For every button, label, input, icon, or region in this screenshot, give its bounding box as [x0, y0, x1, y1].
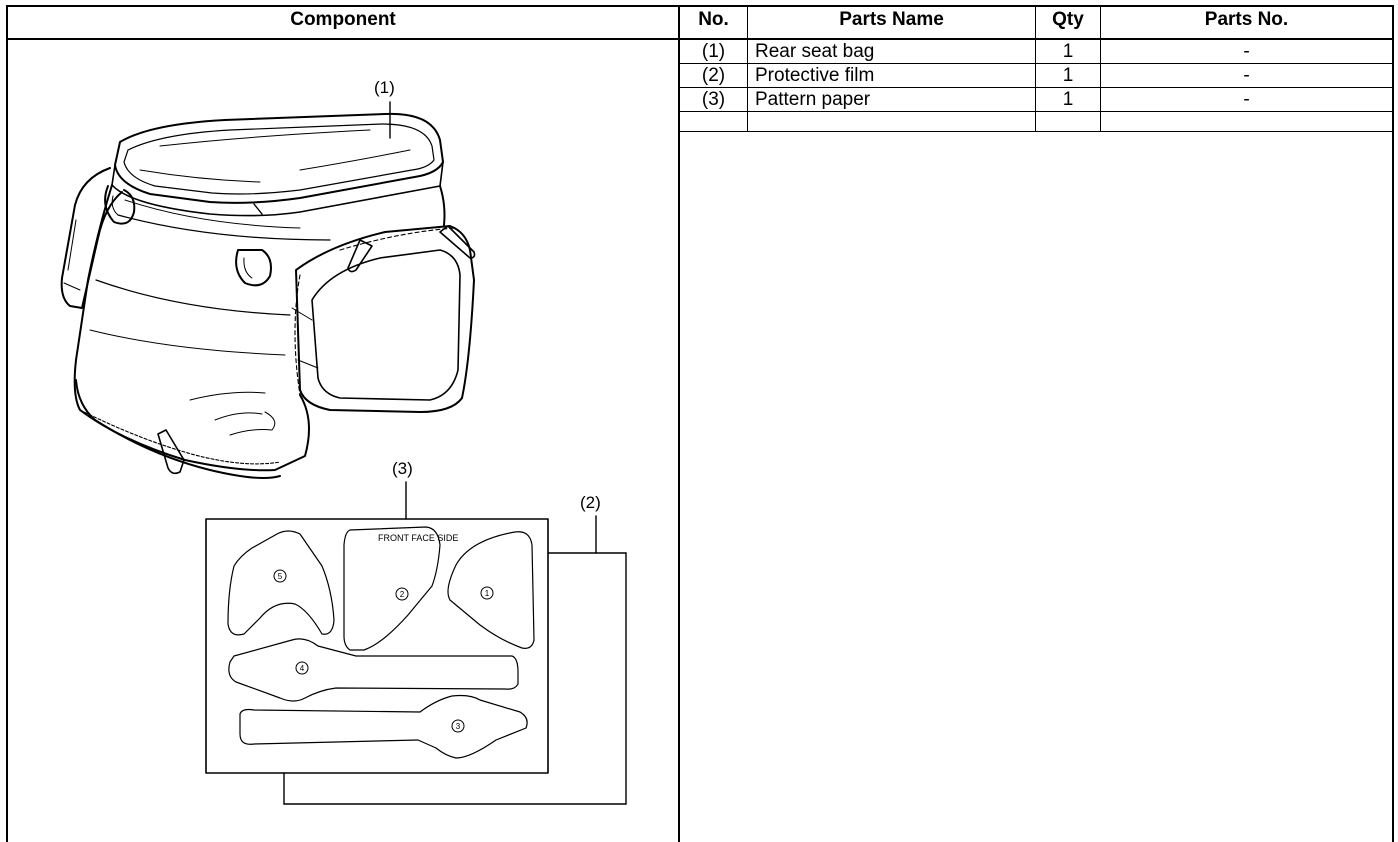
- row-no: (1): [701, 41, 726, 62]
- table-divider-no: [747, 5, 748, 132]
- pattern-paper-drawing: [205, 481, 627, 805]
- table-header-rule: [6, 38, 1394, 40]
- row-no: (3): [701, 89, 726, 110]
- header-qty: Qty: [1052, 9, 1084, 30]
- row-parts-no: -: [1243, 89, 1250, 110]
- callout-3: (3): [392, 459, 413, 478]
- header-parts-no: Parts No.: [1204, 9, 1289, 30]
- table-row-rule: [678, 111, 1394, 112]
- header-parts-name: Parts Name: [839, 9, 944, 30]
- table-divider-component: [678, 5, 680, 842]
- row-qty: 1: [1062, 65, 1074, 86]
- callout-2: (2): [580, 493, 601, 512]
- row-parts-name: Protective film: [755, 65, 875, 86]
- table-row-rule: [678, 131, 1394, 132]
- table-row-rule: [678, 87, 1394, 88]
- table-divider-qty: [1100, 5, 1101, 132]
- table-row-rule: [678, 63, 1394, 64]
- piece-number: 3: [456, 722, 461, 731]
- callout-1: (1): [374, 78, 395, 97]
- row-no: (2): [701, 65, 726, 86]
- piece-number: 4: [300, 664, 305, 673]
- sheet-heading: FRONT FACE SIDE: [378, 533, 458, 543]
- row-qty: 1: [1062, 41, 1074, 62]
- rear-seat-bag-drawing: [60, 101, 476, 479]
- row-parts-name: Rear seat bag: [755, 41, 875, 62]
- row-parts-no: -: [1243, 65, 1250, 86]
- header-component: Component: [290, 9, 396, 30]
- table-border-left: [6, 5, 8, 842]
- row-parts-name: Pattern paper: [755, 89, 871, 110]
- table-divider-name: [1035, 5, 1036, 132]
- row-parts-no: -: [1243, 41, 1250, 62]
- row-qty: 1: [1062, 89, 1074, 110]
- table-border-top: [6, 5, 1394, 7]
- piece-number: 1: [485, 589, 490, 598]
- table-border-right: [1392, 5, 1394, 842]
- piece-number: 2: [400, 590, 405, 599]
- header-no: No.: [698, 9, 729, 30]
- piece-number: 5: [278, 572, 283, 581]
